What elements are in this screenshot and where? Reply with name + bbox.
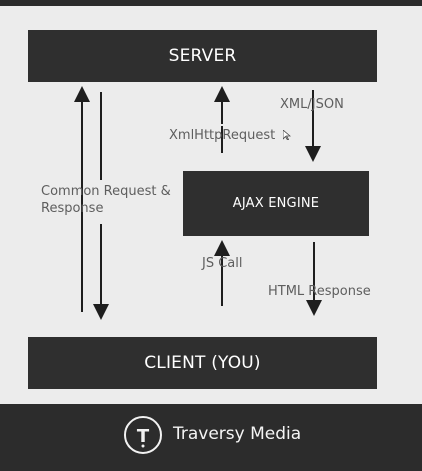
html-response-label: HTML Response <box>268 284 371 299</box>
mouse-pointer-icon <box>283 130 291 140</box>
top-strip <box>0 0 422 6</box>
xmlhttprequest-label: XmlHttpRequest <box>169 128 276 143</box>
footer-bar: T Traversy Media <box>0 404 422 471</box>
js-call-label: JS Call <box>202 256 243 271</box>
traversy-logo-icon: T <box>124 416 162 454</box>
brand-name: Traversy Media <box>173 424 302 444</box>
arrows <box>74 86 322 320</box>
xml-json-label: XML/JSON <box>280 97 344 112</box>
common-request-label: Common Request & Response <box>41 184 171 216</box>
server-box: SERVER <box>28 30 377 82</box>
ajax-engine-box: AJAX ENGINE <box>183 171 369 236</box>
client-box: CLIENT (YOU) <box>28 337 377 389</box>
diagram-slide: SERVER AJAX ENGINE CLIENT (YOU) <box>0 6 422 404</box>
logo-letter: T <box>137 426 150 447</box>
